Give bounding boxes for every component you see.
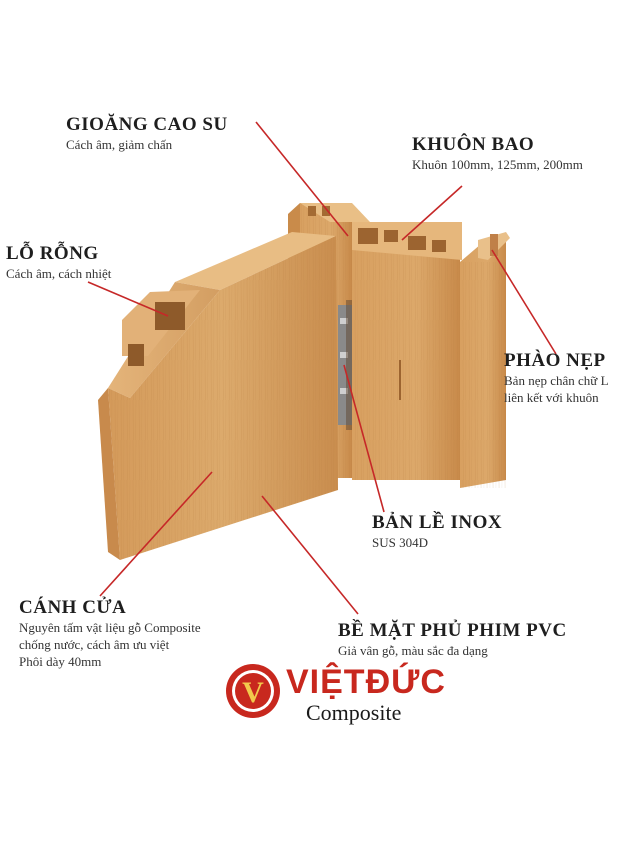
hinge	[338, 300, 352, 430]
label-door-leaf-title: CÁNH CỬA	[19, 597, 127, 618]
label-rubber-gasket-title: GIOĂNG CAO SU	[66, 114, 228, 135]
label-door-leaf-desc-2: chống nước, cách âm ưu việt	[19, 637, 170, 652]
label-pvc-surface-desc: Giả vân gỗ, màu sắc đa dạng	[338, 643, 488, 658]
logo-mark-letter: V	[242, 676, 264, 709]
leader-gioang	[255, 121, 349, 237]
door-leaf	[98, 232, 338, 560]
label-architrave-desc-1: Bản nẹp chân chữ L	[504, 373, 609, 388]
label-rubber-gasket-desc: Cách âm, giảm chấn	[66, 137, 173, 152]
label-rubber-gasket: GIOĂNG CAO SU Cách âm, giảm chấn	[66, 114, 228, 153]
brand-logo: V VIỆTĐỨC Composite	[224, 660, 464, 726]
logo-mark-icon: V	[226, 664, 280, 718]
label-door-frame-title: KHUÔN BAO	[412, 134, 535, 155]
label-door-frame: KHUÔN BAO Khuôn 100mm, 125mm, 200mm	[412, 134, 583, 173]
label-pvc-surface: BỀ MẶT PHỦ PHIM PVC Giả vân gỗ, màu sắc …	[338, 620, 567, 659]
leader-lines	[87, 121, 557, 615]
leader-lo	[87, 281, 169, 317]
label-hollow-core: LỖ RỖNG Cách âm, cách nhiệt	[6, 243, 111, 282]
label-pvc-surface-title: BỀ MẶT PHỦ PHIM PVC	[338, 620, 567, 641]
label-architrave: PHÀO NẸP Bản nẹp chân chữ L liên kết với…	[504, 350, 609, 406]
label-door-leaf-desc-3: Phôi dày 40mm	[19, 654, 102, 669]
logo-brand-sub: Composite	[306, 700, 402, 725]
leader-bemat	[261, 495, 359, 615]
label-hinge: BẢN LỀ INOX SUS 304D	[372, 512, 502, 551]
leader-phao	[491, 249, 557, 355]
label-hinge-title: BẢN LỀ INOX	[372, 512, 503, 533]
label-hollow-core-desc: Cách âm, cách nhiệt	[6, 266, 112, 281]
logo-brand-name: VIỆTĐỨC	[286, 663, 446, 701]
leader-khuon	[401, 185, 463, 241]
label-door-frame-desc: Khuôn 100mm, 125mm, 200mm	[412, 157, 583, 172]
label-door-leaf: CÁNH CỬA Nguyên tấm vật liệu gỗ Composit…	[19, 597, 201, 670]
label-architrave-title: PHÀO NẸP	[504, 350, 606, 371]
label-door-leaf-desc-1: Nguyên tấm vật liệu gỗ Composite	[19, 620, 201, 635]
label-hinge-desc: SUS 304D	[372, 535, 428, 550]
label-architrave-desc-2: liên kết với khuôn	[504, 390, 599, 405]
label-hollow-core-title: LỖ RỖNG	[6, 243, 99, 264]
leader-canh	[99, 471, 213, 597]
architrave-trim	[460, 232, 510, 488]
leader-banle	[343, 364, 385, 513]
